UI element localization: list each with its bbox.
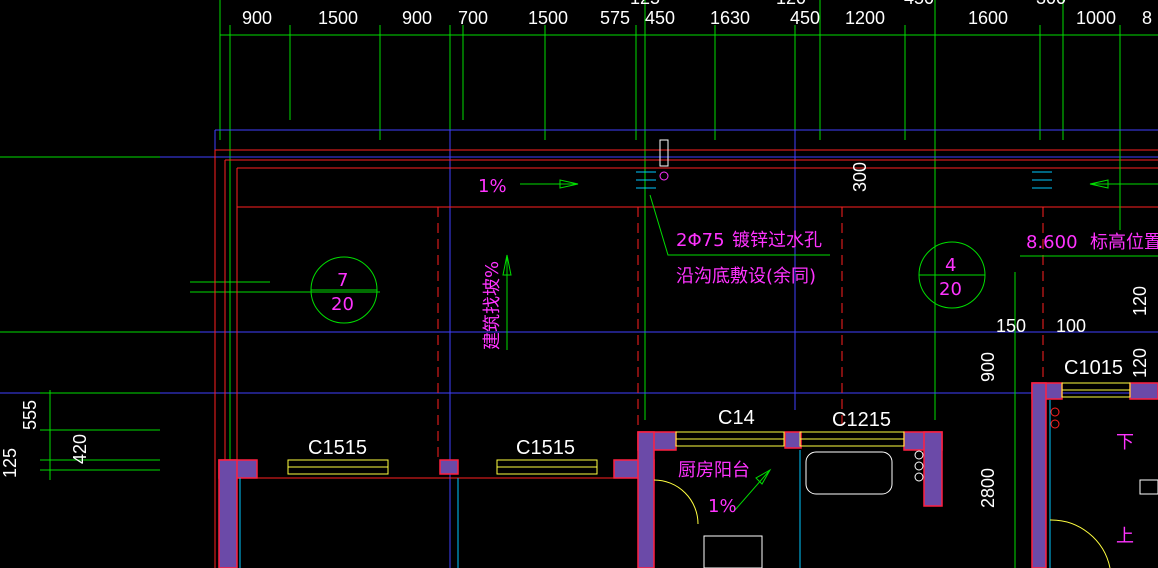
top-dim-5: 1500 [528, 8, 568, 28]
detail-4-bottom: 20 [939, 279, 962, 300]
top-dim-7: 450 [645, 8, 675, 28]
top-dim-partial-3: 450 [904, 0, 934, 8]
left-dim-125: 125 [0, 448, 20, 478]
roof-slope-note: 建筑找坡% [482, 261, 503, 350]
top-dim-11: 1600 [968, 8, 1008, 28]
top-dim-9: 450 [790, 8, 820, 28]
top-dim-partial-4: 300 [1036, 0, 1066, 8]
stair-up: 上 [1116, 526, 1134, 547]
label-c14: C14 [718, 407, 755, 429]
left-dimension-chain [0, 156, 380, 480]
elevation-value: 8.600 [1026, 232, 1078, 253]
top-dim-3: 900 [402, 8, 432, 28]
dimension-text: 900 1500 900 700 1500 575 450 1630 450 1… [0, 0, 1152, 508]
windows [287, 382, 1131, 475]
top-dim-partial-2: 120 [776, 0, 806, 8]
slope-arrows [502, 140, 1158, 511]
top-dim-partial-5: 8 [1142, 8, 1152, 28]
detail-7-bottom: 20 [331, 294, 354, 315]
top-dim-1: 900 [242, 8, 272, 28]
top-dim-4: 700 [458, 8, 488, 28]
dim-2800: 2800 [978, 468, 998, 508]
dim-300: 300 [850, 162, 870, 192]
drain-grilles [636, 171, 1052, 256]
top-dim-partial-1: 125 [630, 0, 660, 8]
detail-marks [310, 241, 986, 324]
label-c1515-a: C1515 [308, 437, 367, 459]
dim-120-b: 120 [1130, 348, 1150, 378]
top-dim-12: 1000 [1076, 8, 1116, 28]
slope-1pct: 1% [478, 176, 507, 197]
label-c1515-b: C1515 [516, 437, 575, 459]
label-c1215: C1215 [832, 409, 891, 431]
detail-4-top: 4 [945, 255, 956, 276]
stair-down: 下 [1116, 432, 1134, 453]
kitchen-balcony: 厨房阳台 [678, 460, 750, 481]
drain-spec: 2Φ75 [676, 230, 725, 251]
left-dim-420: 420 [70, 434, 90, 464]
dim-900: 900 [978, 352, 998, 382]
top-dim-6: 575 [600, 8, 630, 28]
left-dim-555: 555 [20, 400, 40, 430]
window-labels: C1515 C1515 C14 C1215 C1015 [308, 357, 1123, 459]
detail-7-top: 7 [337, 270, 348, 291]
label-c1015: C1015 [1064, 357, 1123, 379]
slope-1pct-kitchen: 1% [708, 496, 737, 517]
dim-100: 100 [1056, 316, 1086, 336]
roof-parapet [214, 149, 1158, 568]
elevation-text: 标高位置 [1090, 232, 1158, 253]
fixtures [653, 139, 1158, 568]
building-walls [218, 382, 1158, 568]
dim-120-a: 120 [1130, 286, 1150, 316]
annotations: 1% 2Φ75 镀锌过水孔 沿沟底敷设(余同) 建筑找坡% 厨房阳台 1% 8.… [331, 176, 1158, 547]
top-dim-10: 1200 [845, 8, 885, 28]
top-dim-8: 1630 [710, 8, 750, 28]
dim-150: 150 [996, 316, 1026, 336]
top-dim-2: 1500 [318, 8, 358, 28]
drain-note: 沿沟底敷设(余同) [676, 266, 816, 287]
drain-name: 镀锌过水孔 [732, 230, 822, 251]
